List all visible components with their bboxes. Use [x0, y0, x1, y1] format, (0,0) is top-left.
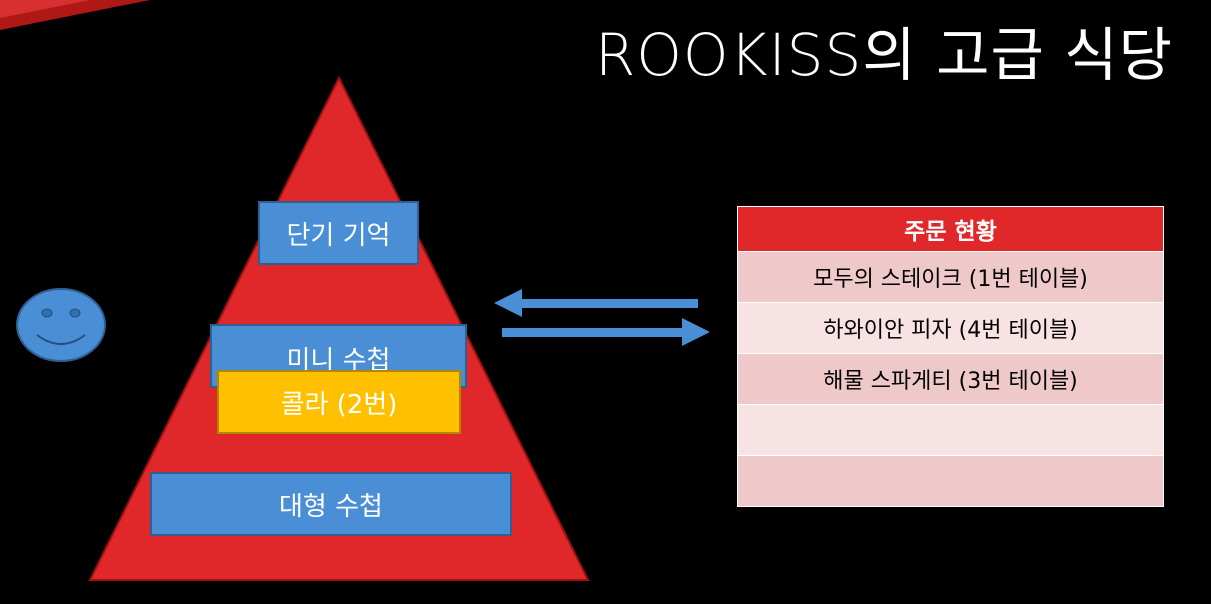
exchange-arrows [494, 289, 710, 346]
order-cell [737, 455, 1164, 507]
smiley-face-icon [16, 288, 106, 362]
order-status-header: 주문 현황 [737, 206, 1164, 252]
cola-box: 콜라 (2번) [217, 370, 461, 434]
table-row: 해물 스파게티 (3번 테이블) [737, 353, 1164, 405]
order-cell: 모두의 스테이크 (1번 테이블) [737, 251, 1164, 303]
slide-title: ROOKISS의 고급 식당 [594, 21, 1173, 89]
table-row: 모두의 스테이크 (1번 테이블) [737, 251, 1164, 303]
corner-decoration [0, 0, 150, 30]
large-notebook-box: 대형 수첩 [150, 472, 512, 536]
order-cell: 하와이안 피자 (4번 테이블) [737, 302, 1164, 354]
order-cell: 해물 스파게티 (3번 테이블) [737, 353, 1164, 405]
arrow-right-icon [502, 318, 710, 346]
large-notebook-label: 대형 수첩 [279, 491, 383, 522]
short-term-memory-label: 단기 기억 [286, 220, 391, 251]
order-status-table: 주문 현황 모두의 스테이크 (1번 테이블) 하와이안 피자 (4번 테이블)… [737, 206, 1164, 507]
cola-label: 콜라 (2번) [280, 389, 398, 420]
order-cell [737, 404, 1164, 456]
arrow-left-icon [494, 289, 698, 317]
table-row: 하와이안 피자 (4번 테이블) [737, 302, 1164, 354]
short-term-memory-box: 단기 기억 [258, 201, 419, 265]
table-row [737, 404, 1164, 456]
table-row [737, 455, 1164, 507]
